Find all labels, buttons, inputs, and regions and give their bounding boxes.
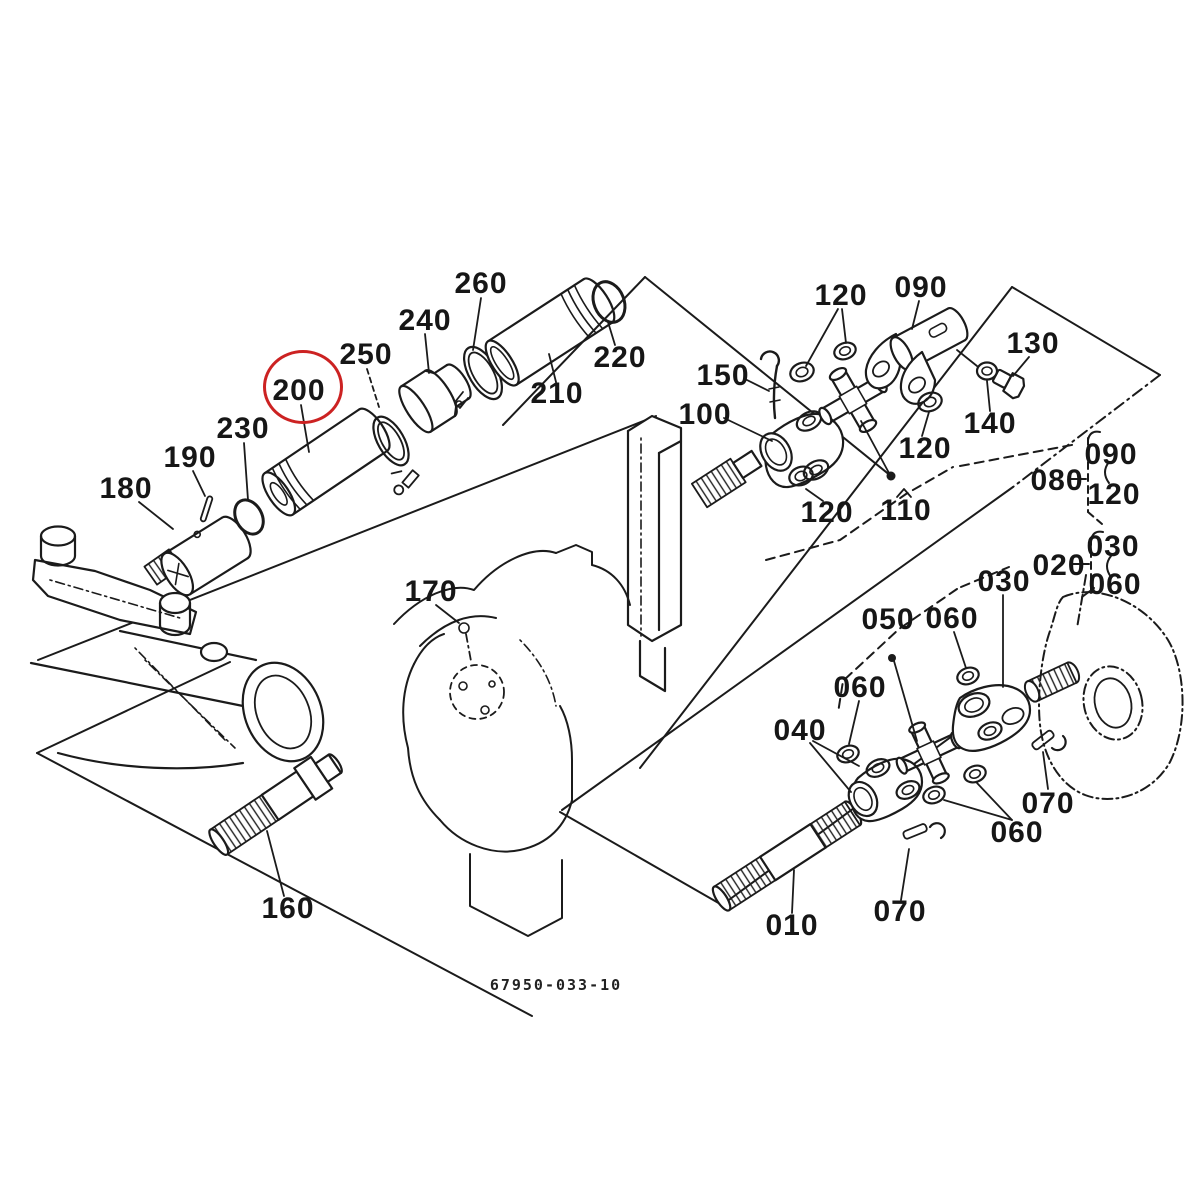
part-070-spring-pins: [902, 729, 1067, 840]
part-220-oring: [591, 280, 627, 324]
part-label-090: 090: [894, 271, 948, 304]
leader-lines: [138, 297, 1049, 914]
group-boundaries: [765, 443, 1087, 714]
part-label-120: 120: [800, 496, 854, 529]
part-label-120: 120: [898, 432, 952, 465]
gear-case: [393, 544, 631, 937]
part-label-140: 140: [963, 407, 1017, 440]
part-label-160: 160: [261, 892, 315, 925]
legend-brackets: [1069, 430, 1112, 598]
part-label-230: 230: [216, 412, 270, 445]
part-210-shaft-cover-pipe: [484, 277, 616, 387]
part-label-060: 060: [1088, 568, 1142, 601]
part-120-snap-rings-upper: [788, 341, 943, 487]
part-label-040: 040: [773, 714, 827, 747]
part-160-shaft: [208, 753, 343, 856]
part-label-120: 120: [1087, 478, 1141, 511]
part-label-240: 240: [398, 304, 452, 337]
part-label-090: 090: [1084, 438, 1138, 471]
part-label-220: 220: [593, 341, 647, 374]
part-label-200: 200: [272, 374, 326, 407]
part-180-coupling: [160, 515, 252, 597]
part-010-drive-shaft: [711, 800, 863, 912]
part-label-050: 050: [861, 603, 915, 636]
part-label-170: 170: [404, 575, 458, 608]
part-label-210: 210: [530, 377, 584, 410]
part-label-080: 080: [1030, 464, 1084, 497]
part-090-yoke-tube: [864, 307, 969, 405]
part-label-110: 110: [880, 494, 932, 527]
part-030-yoke: [951, 684, 1032, 752]
part-label-030: 030: [1086, 530, 1140, 563]
part-label-020: 020: [1032, 549, 1086, 582]
part-spider-lower: [895, 721, 963, 785]
part-150-spring-pin: [759, 350, 781, 420]
part-label-030: 030: [977, 565, 1031, 598]
cover-plate: [1023, 587, 1184, 800]
part-130-bolt: [991, 368, 1026, 400]
support-bracket: [626, 414, 683, 693]
part-label-010: 010: [765, 909, 819, 942]
part-label-150: 150: [696, 359, 750, 392]
part-190-pin: [199, 495, 214, 523]
drawing-number: 67950-033-10: [489, 976, 623, 994]
part-label-070: 070: [1021, 787, 1075, 820]
part-040-yoke: [847, 757, 924, 823]
axle-housing: [29, 525, 325, 770]
part-label-130: 130: [1006, 327, 1060, 360]
part-230-oring: [233, 498, 265, 536]
part-label-180: 180: [99, 472, 153, 505]
part-label-060: 060: [833, 671, 887, 704]
part-250-clamp: [372, 415, 420, 496]
part-label-070: 070: [873, 895, 927, 928]
part-label-120: 120: [814, 279, 868, 312]
part-label-060: 060: [990, 816, 1044, 849]
part-label-260: 260: [454, 267, 508, 300]
part-label-100: 100: [678, 398, 732, 431]
part-label-190: 190: [163, 441, 217, 474]
part-200-shaft-cover: [261, 407, 391, 517]
part-label-060: 060: [925, 602, 979, 635]
part-label-250: 250: [339, 338, 393, 371]
